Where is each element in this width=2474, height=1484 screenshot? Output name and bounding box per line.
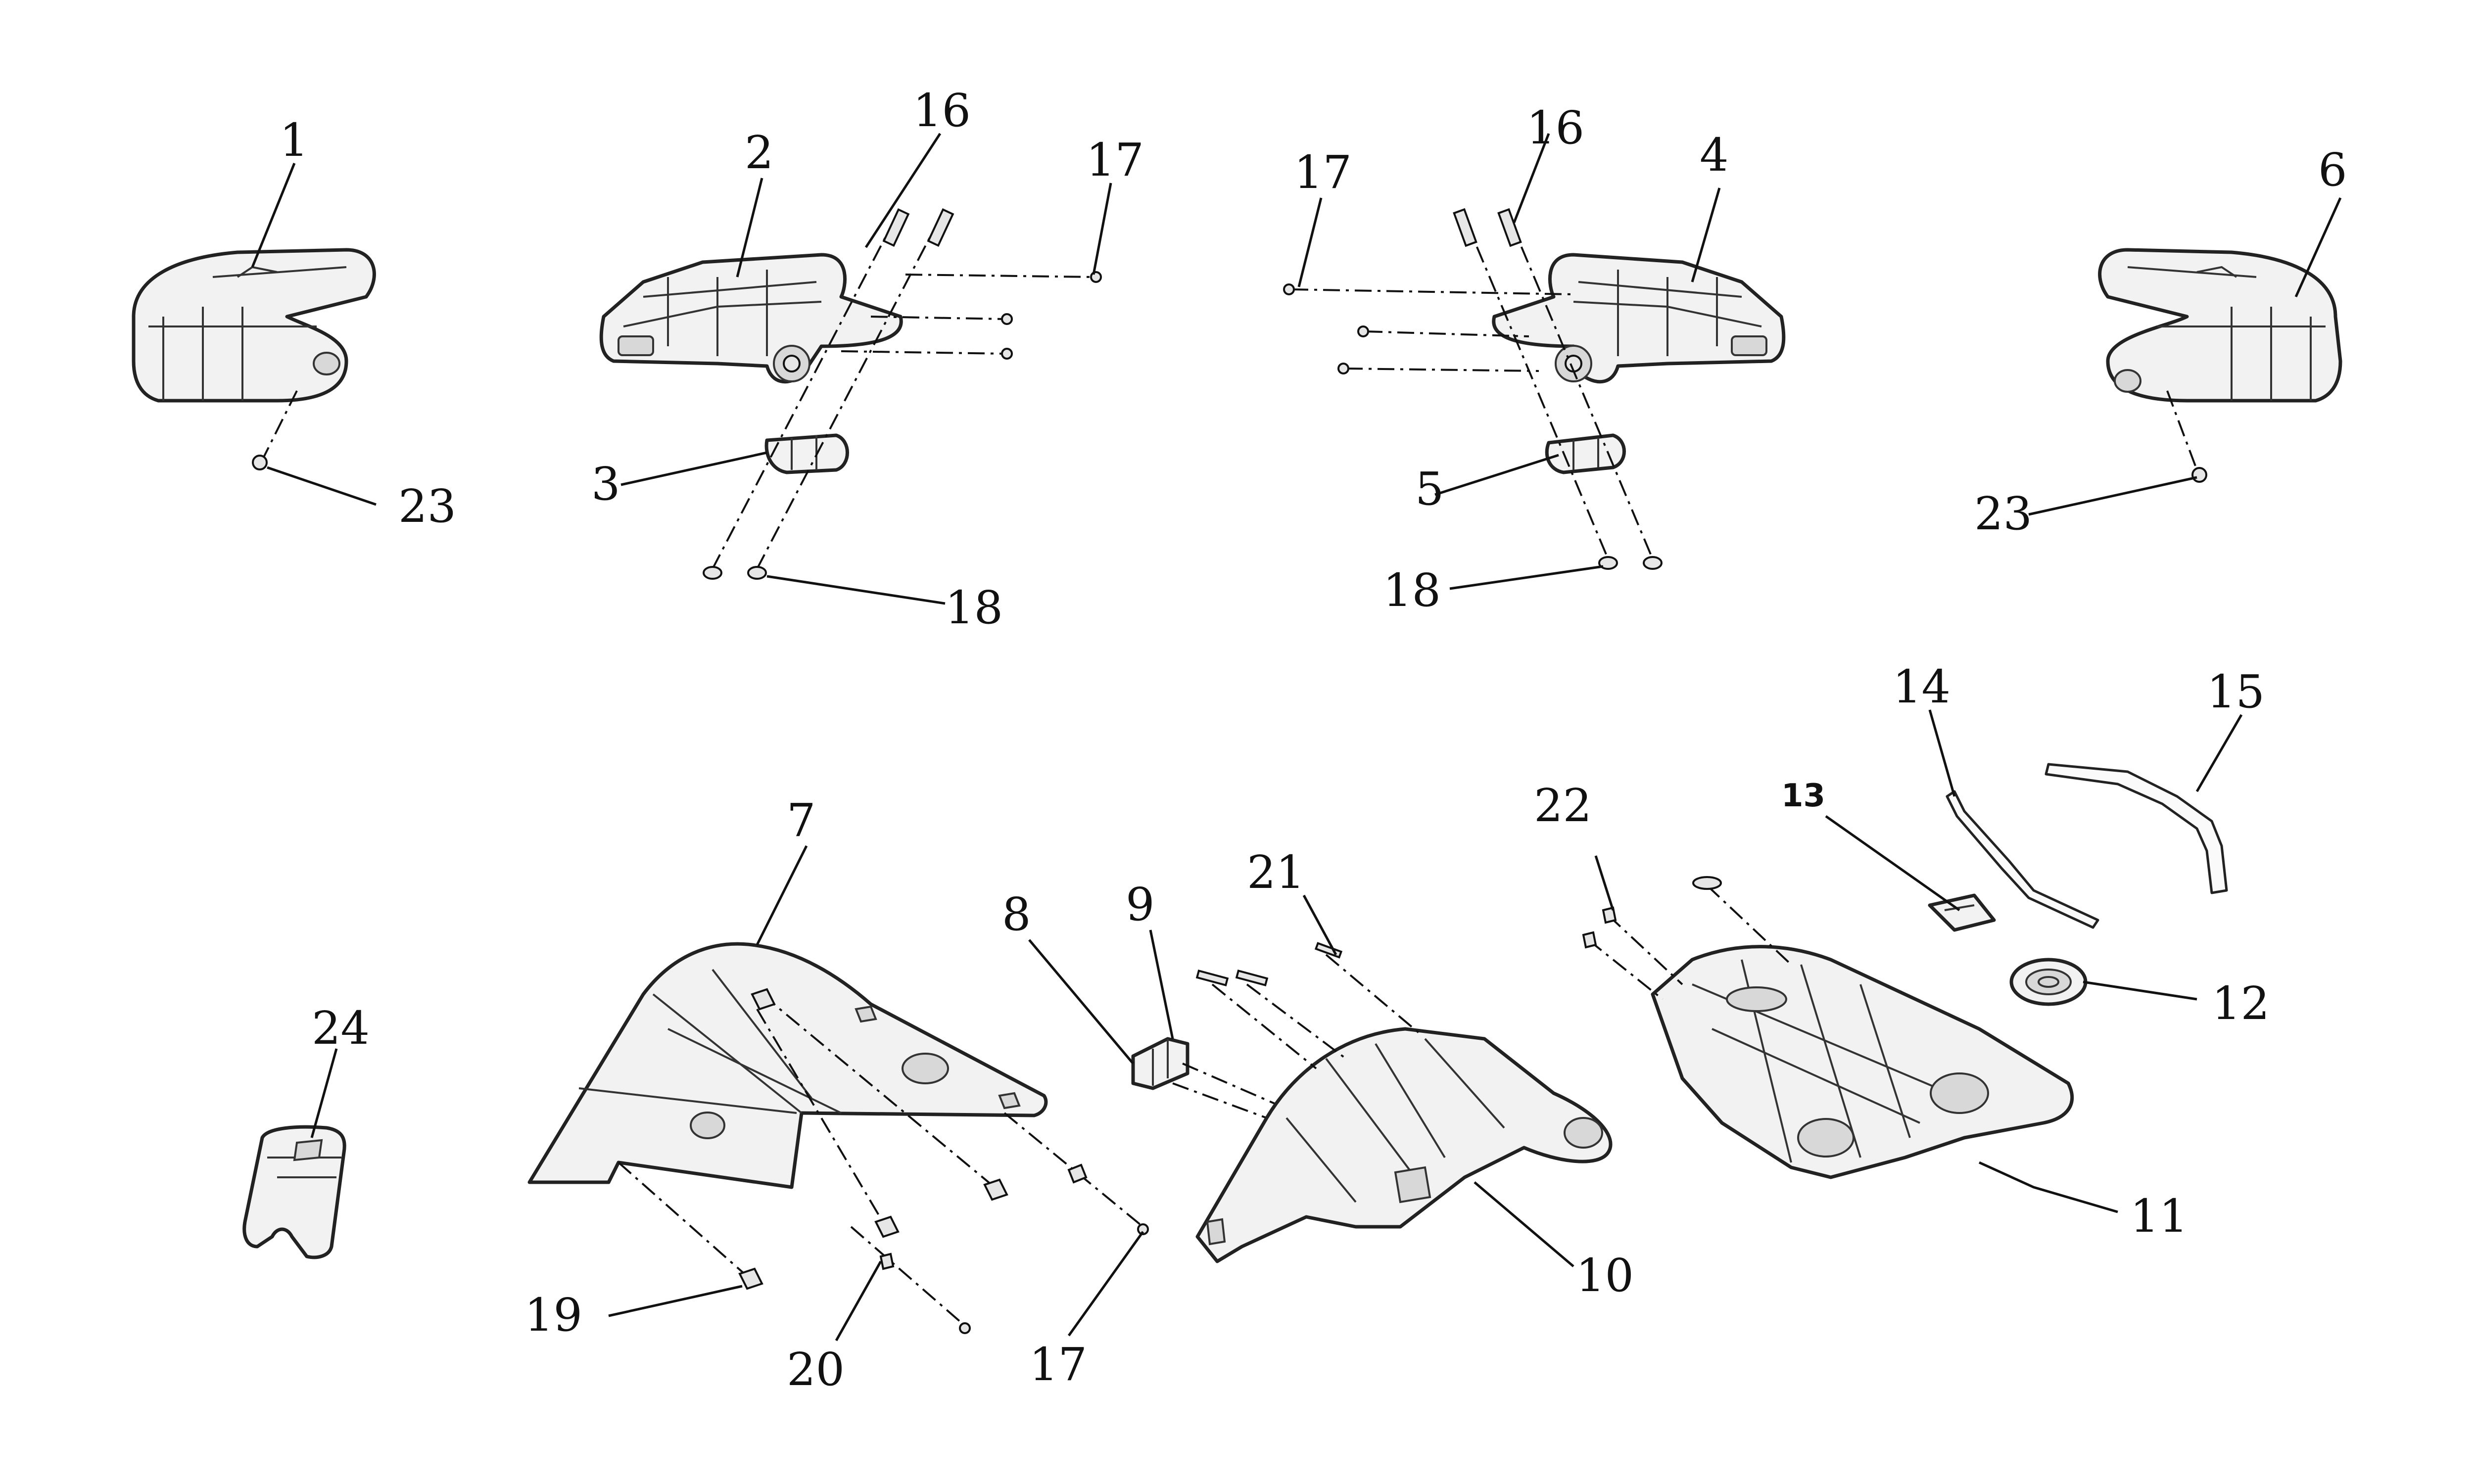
callout-17-top-left: 17 — [1086, 134, 1144, 186]
callout-23-right: 23 — [1974, 487, 2032, 540]
callout-9: 9 — [1126, 878, 1155, 931]
callout-4: 4 — [1700, 129, 1729, 182]
callout-21: 21 — [1247, 846, 1305, 899]
part-5-right-clamp — [1545, 433, 1626, 474]
callout-3: 3 — [591, 458, 620, 510]
leader-lines — [251, 133, 2342, 1342]
part-15-rail-strip — [2045, 763, 2228, 894]
fastener-23-right — [2166, 390, 2207, 483]
part-3-left-clamp — [764, 433, 849, 474]
part-13-plate — [1928, 893, 1996, 932]
part-10-inner-fender — [1195, 942, 1613, 1263]
part-4-right-bracket — [1492, 253, 1786, 384]
callout-7: 7 — [787, 794, 816, 847]
part-11-undertray — [1582, 876, 2074, 1179]
part-6-right-end-cap — [2098, 248, 2342, 403]
callout-18-left: 18 — [945, 581, 1003, 634]
part-12-grommet — [2009, 958, 2088, 1006]
part-1-left-end-cap — [132, 248, 376, 403]
part-14-wire-bracket — [1946, 790, 2099, 929]
callout-16-right: 16 — [1526, 101, 1584, 154]
fastener-23-left — [252, 390, 298, 470]
callout-24: 24 — [312, 1002, 370, 1055]
callout-11: 11 — [2130, 1190, 2188, 1243]
callout-12: 12 — [2212, 977, 2270, 1030]
callout-5: 5 — [1415, 463, 1444, 515]
callout-17-bottom: 17 — [1029, 1338, 1087, 1391]
callout-18-right: 18 — [1383, 564, 1441, 617]
callout-20: 20 — [787, 1343, 845, 1396]
part-8-9-clip — [1131, 1037, 1297, 1119]
callout-19: 19 — [524, 1289, 582, 1342]
callout-15: 15 — [2207, 665, 2265, 718]
callout-6: 6 — [2318, 143, 2347, 196]
callout-2: 2 — [745, 126, 774, 179]
callout-10: 10 — [1576, 1249, 1634, 1302]
part-24-small-cap — [242, 1125, 346, 1259]
callout-8: 8 — [1002, 888, 1031, 941]
fender-fasteners — [618, 988, 1149, 1334]
callout-17-top-right: 17 — [1294, 146, 1352, 199]
callout-22: 22 — [1534, 779, 1592, 832]
right-bracket-fasteners — [1283, 208, 1663, 570]
callout-23-left: 23 — [398, 480, 456, 533]
callout-1: 1 — [280, 114, 309, 167]
callout-labels: 1 2 16 17 17 16 4 6 23 3 5 23 18 18 14 1… — [280, 84, 2347, 1396]
callout-13: 13 — [1781, 778, 1825, 814]
part-2-left-bracket — [599, 253, 903, 384]
part-7-front-fender — [527, 942, 1048, 1189]
callout-16-left: 16 — [913, 84, 971, 137]
callout-14: 14 — [1893, 660, 1951, 713]
